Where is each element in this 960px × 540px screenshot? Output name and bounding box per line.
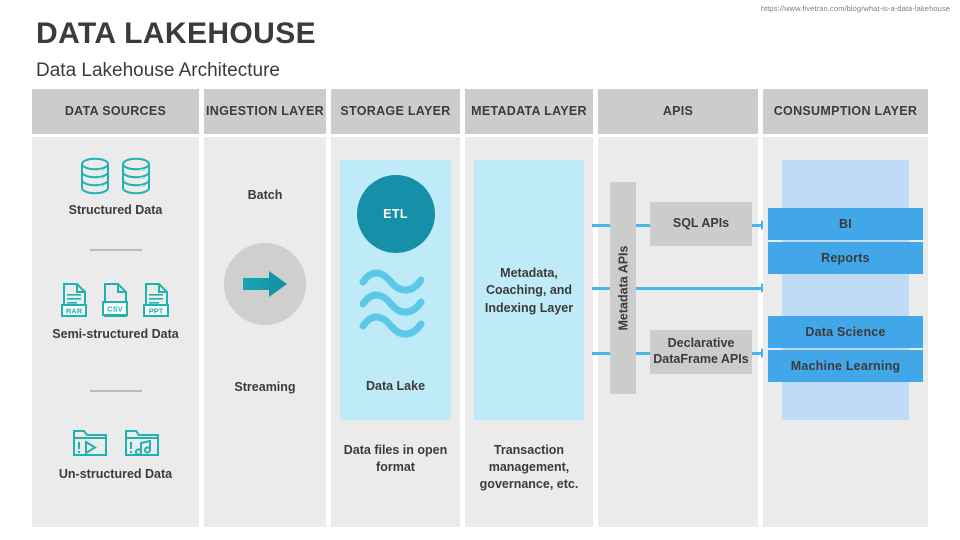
database-cylinder-icon [79,157,111,195]
column-header-data-sources: DATA SOURCES [32,89,199,134]
source-group-structured: Structured Data [32,155,199,218]
connector-stub [592,287,610,290]
unstructured-data-icons [32,419,199,459]
column-body-ingestion-layer: Batch Str [204,137,326,527]
metadata-apis-bar: Metadata APIs [610,182,636,394]
source-label-unstructured: Un-structured Data [58,467,173,481]
metadata-under-caption: Transaction management, governance, etc. [479,443,579,491]
water-waves-icon [357,266,435,344]
metadata-panel: Metadata, Coaching, and Indexing Layer [474,160,584,420]
connector-stub [592,224,610,227]
consumption-bar-data-science[interactable]: Data Science [768,316,923,348]
column-data-sources: DATA SOURCES [32,89,199,527]
structured-data-icons [32,155,199,195]
column-storage-layer: STORAGE LAYER ETL Data Lake [331,89,460,527]
divider [89,249,142,251]
arrow-dataframe-to-consumption [752,352,762,355]
source-label-structured: Structured Data [68,203,163,217]
connector-stub [636,352,650,355]
column-body-metadata-layer: Metadata, Coaching, and Indexing Layer T… [465,137,593,527]
arrow-metadata-to-consumption [636,287,762,290]
semi-structured-data-icons: RAR CSV [32,279,199,319]
svg-text:RAR: RAR [65,306,82,315]
folder-video-icon [71,427,109,459]
column-header-apis: APIS [598,89,758,134]
column-header-consumption-layer: CONSUMPTION LAYER [763,89,928,134]
connector-stub [636,224,650,227]
consumption-bar-machine-learning[interactable]: Machine Learning [768,350,923,382]
database-cylinder-icon [120,157,152,195]
file-ppt-icon: PPT [141,281,173,319]
column-body-consumption-layer: BI Reports Data Science Machine Learning [763,137,928,527]
consumption-bar-reports[interactable]: Reports [768,242,923,274]
page-subtitle: Data Lakehouse Architecture [36,60,280,81]
metadata-panel-text: Metadata, Coaching, and Indexing Layer [484,266,574,315]
column-header-storage-layer: STORAGE LAYER [331,89,460,134]
ingestion-label-batch: Batch [247,188,283,202]
metadata-apis-label: Metadata APIs [616,245,631,331]
file-rar-icon: RAR [59,281,91,319]
sql-apis-box[interactable]: SQL APIs [650,202,752,246]
consumption-bar-bi[interactable]: BI [768,208,923,240]
source-group-semi-structured: RAR CSV [32,279,199,342]
column-body-apis: Metadata APIs SQL APIs Declarative DataF… [592,137,769,527]
storage-under-caption: Data files in open format [343,443,448,474]
column-body-storage-layer: ETL Data Lake Data files in open format [331,137,460,527]
divider [89,390,142,392]
file-csv-icon: CSV [100,281,132,319]
etl-badge: ETL [356,175,435,253]
data-lake-caption: Data Lake [365,379,426,393]
column-apis: APIS Metadata APIs SQL APIs [592,89,769,527]
ingestion-arrow-badge [224,243,306,325]
connector-stub [592,352,610,355]
column-body-data-sources: Structured Data [32,137,199,527]
column-header-metadata-layer: METADATA LAYER [465,89,593,134]
svg-text:PPT: PPT [148,306,163,315]
ingestion-label-streaming: Streaming [234,380,296,394]
folder-audio-icon [123,427,161,459]
svg-text:CSV: CSV [107,304,122,313]
source-url: https://www.fivetran.com/blog/what-is-a-… [760,4,950,13]
source-label-semi-structured: Semi-structured Data [52,327,179,341]
declarative-dataframe-apis-box[interactable]: Declarative DataFrame APIs [650,330,752,374]
data-lake-panel: ETL Data Lake [340,160,451,420]
page-title: DATA LAKEHOUSE [36,17,317,50]
column-metadata-layer: METADATA LAYER Metadata, Coaching, and I… [465,89,593,527]
arrow-right-icon [241,267,289,301]
architecture-diagram: DATA SOURCES [32,89,928,527]
column-ingestion-layer: INGESTION LAYER Batch [204,89,326,527]
column-header-ingestion-layer: INGESTION LAYER [204,89,326,134]
source-group-unstructured: Un-structured Data [32,419,199,482]
column-consumption-layer: CONSUMPTION LAYER BI Reports Data Scienc… [763,89,928,527]
arrow-sql-to-consumption [752,224,762,227]
